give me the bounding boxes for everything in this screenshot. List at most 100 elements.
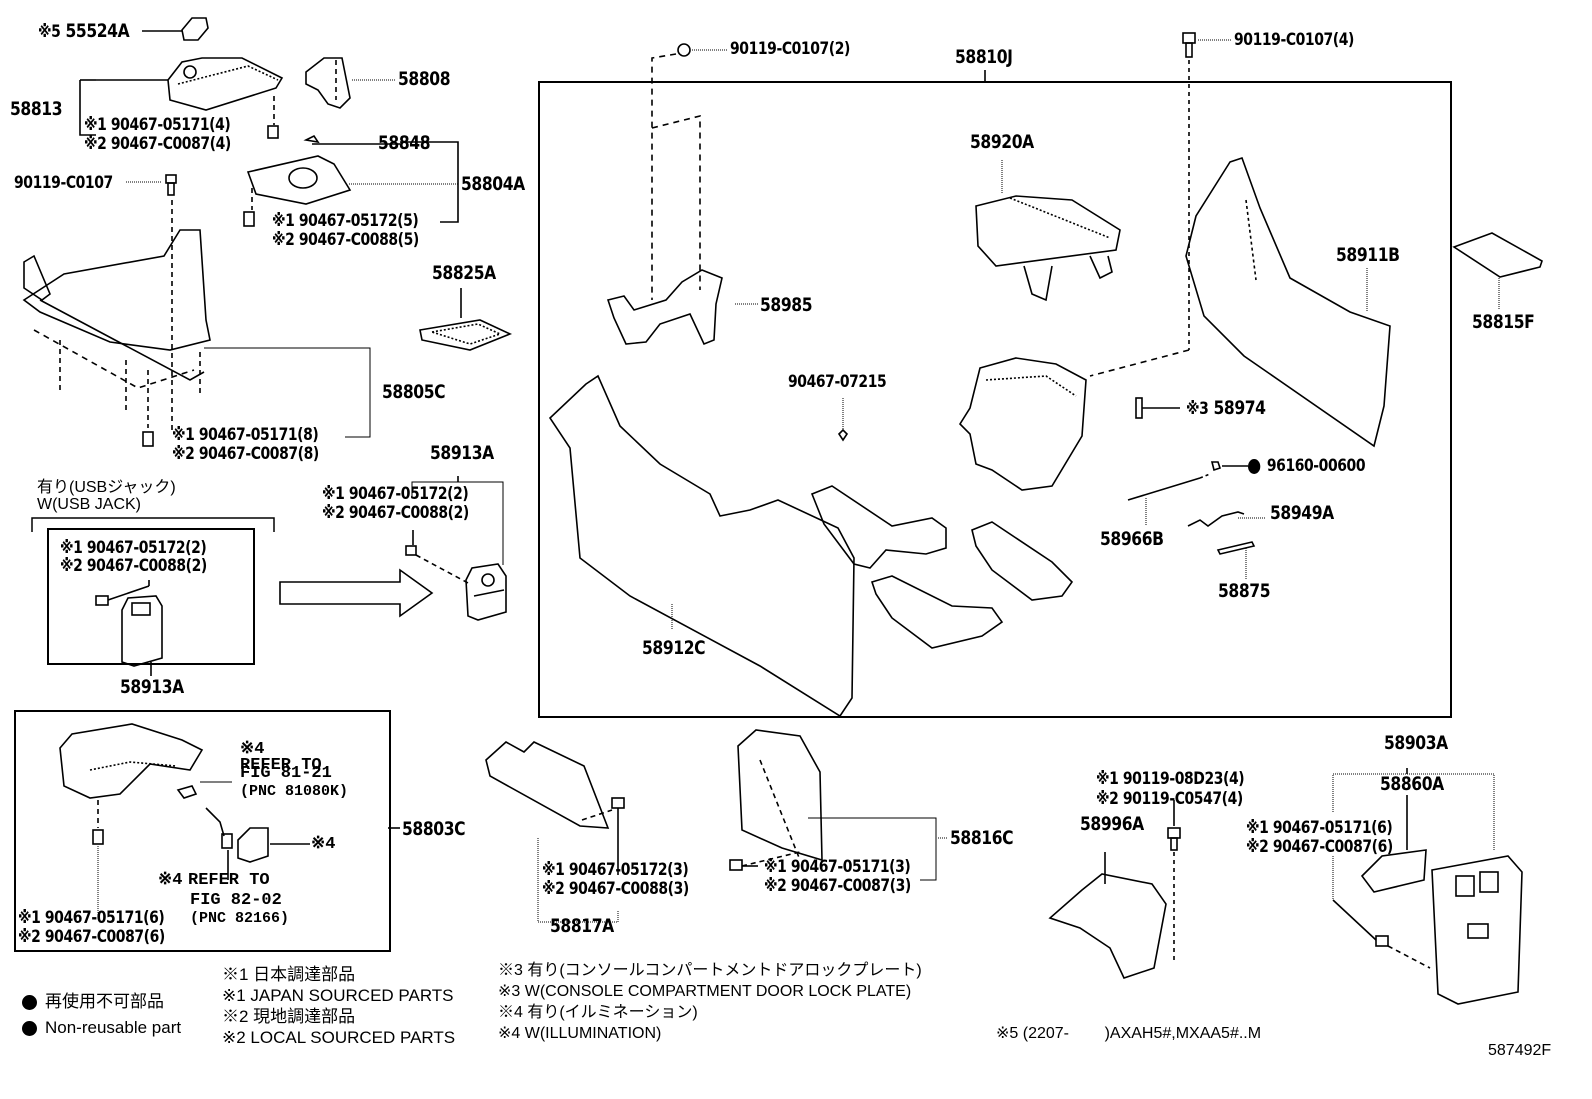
legend-note2-jp: ※2 現地調達部品: [222, 1007, 356, 1026]
part-58949A-drawing: [1187, 511, 1266, 527]
ref-fig-81-21[interactable]: FIG 81-21: [240, 764, 332, 783]
part-96160-58966B-drawing: [1127, 461, 1248, 526]
drawing-id: 587492F: [1488, 1042, 1552, 1059]
part-label-58875[interactable]: 58875: [1218, 580, 1271, 602]
part-label-58808[interactable]: 58808: [398, 68, 451, 90]
clip-label-58913A-1[interactable]: ※1 90467-05172(2): [322, 484, 469, 504]
part-label-58913A[interactable]: 58913A: [430, 442, 494, 464]
clip-label-58805C-2[interactable]: ※2 90467-C0087(8): [172, 444, 319, 464]
clip-label-58803C-1[interactable]: ※1 90467-05171(6): [18, 908, 165, 928]
part-label-58949A[interactable]: 58949A: [1270, 502, 1334, 524]
clip-label-58804A-2[interactable]: ※2 90467-C0088(5): [272, 230, 419, 250]
part-58985-drawing: [606, 269, 758, 346]
part-label-58805C[interactable]: 58805C: [382, 381, 446, 403]
bolt-90119-C0107-2-drawing: [651, 43, 728, 300]
clip-label-usb-1[interactable]: ※1 90467-05172(2): [60, 538, 207, 558]
legend-note1-en: ※1 JAPAN SOURCED PARTS: [222, 986, 454, 1005]
legend-note1-jp: ※1 日本調達部品: [222, 965, 356, 984]
clip-label-58903A-1[interactable]: ※1 90467-05171(6): [1246, 818, 1393, 838]
part-label-58912C[interactable]: 58912C: [642, 637, 706, 659]
part-58974-drawing: [1135, 397, 1180, 419]
clip-label-90467-07215[interactable]: 90467-07215: [788, 372, 887, 392]
part-label-58920A[interactable]: 58920A: [970, 131, 1034, 153]
part-58913A-drawing: [405, 476, 507, 621]
clip-label-58805C-1[interactable]: ※1 90467-05171(8): [172, 425, 319, 445]
part-58817A-drawing: [485, 741, 625, 923]
part-58911B-drawing: [1185, 156, 1391, 448]
ref-pnc-82166: (PNC 82166): [190, 910, 290, 927]
part-label-58848[interactable]: 58848: [378, 132, 431, 154]
part-label-55524A[interactable]: ※5 55524A: [38, 20, 130, 42]
clip-label-58803C-2[interactable]: ※2 90467-C0087(6): [18, 927, 165, 947]
ref-refer-to-2: REFER TO: [188, 871, 270, 890]
part-55524A-drawing: [142, 17, 209, 41]
usb-jack-label-jp: 有り(USBジャック): [37, 479, 176, 496]
legend-note3-jp: ※3 有り(コンソールコンパートメントドアロックプレート): [498, 962, 922, 979]
part-label-58816C[interactable]: 58816C: [950, 827, 1014, 849]
part-label-58810J[interactable]: 58810J: [955, 46, 1013, 68]
usb-jack-label-en: W(USB JACK): [37, 496, 141, 513]
bolt-label-90119-C0107-4[interactable]: 90119-C0107(4): [1234, 30, 1355, 50]
part-58813-drawing: [79, 57, 284, 139]
legend-note4-en: ※4 W(ILLUMINATION): [498, 1025, 662, 1042]
usb-jack-inner-frame: [47, 528, 255, 665]
ref-pnc-81080K: (PNC 81080K): [240, 783, 349, 800]
legend-note5: ※5 (2207- )AXAH5#,MXAA5#..M: [996, 1025, 1262, 1042]
legend-text: 再使用不可部品: [45, 992, 164, 1011]
legend-note3-en: ※3 W(CONSOLE COMPARTMENT DOOR LOCK PLATE…: [498, 983, 912, 1000]
clip-90467-07215-drawing: [837, 398, 849, 442]
clip-label-58816C-1[interactable]: ※1 90467-05171(3): [764, 857, 911, 877]
legend-text: Non-reusable part: [45, 1018, 182, 1037]
non-reusable-dot-icon: [22, 1021, 37, 1037]
illumination-note-mark: ※4: [311, 835, 336, 854]
clip-label-58813-2[interactable]: ※2 90467-C0087(4): [84, 134, 231, 154]
bolt-90119-C0107-drawing: [126, 174, 177, 430]
ref-fig-82-02[interactable]: FIG 82-02: [190, 891, 282, 910]
bolt-90119-C0107-4-drawing: [1089, 32, 1232, 377]
bolt-label-58996A-2[interactable]: ※2 90119-C0547(4): [1096, 789, 1243, 809]
console-box-drawing: [958, 357, 1087, 491]
part-label-58804A[interactable]: 58804A: [461, 173, 525, 195]
part-58920A-drawing: [975, 160, 1121, 302]
part-label-58860A[interactable]: 58860A: [1380, 773, 1444, 795]
part-number: 58974: [1213, 397, 1266, 419]
clip-label-58903A-2[interactable]: ※2 90467-C0087(6): [1246, 837, 1393, 857]
part-58996A-drawing: [1048, 800, 1181, 979]
part-number: 55524A: [65, 20, 130, 42]
bolt-label-90119-C0107-2[interactable]: 90119-C0107(2): [730, 39, 851, 59]
part-label-58913A-usb[interactable]: 58913A: [120, 676, 184, 698]
legend-nonreusable-en: Non-reusable part: [22, 1018, 182, 1037]
ref-note-mark-1: ※4: [240, 740, 265, 759]
part-label-58825A[interactable]: 58825A: [432, 262, 496, 284]
part-label-58974[interactable]: ※3 58974: [1186, 399, 1266, 418]
legend-note4-jp: ※4 有り(イルミネーション): [498, 1004, 698, 1021]
part-label-58817A[interactable]: 58817A: [550, 915, 614, 937]
bolt-label-58996A-1[interactable]: ※1 90119-08D23(4): [1096, 769, 1245, 789]
clip-label-58816C-2[interactable]: ※2 90467-C0087(3): [764, 876, 911, 896]
part-label-58966B[interactable]: 58966B: [1100, 528, 1164, 550]
legend-nonreusable-jp: 再使用不可部品: [22, 992, 164, 1011]
part-58903A-drawing: [1332, 768, 1523, 1005]
note-mark: ※5: [38, 22, 61, 42]
part-label-58985[interactable]: 58985: [760, 294, 813, 316]
part-label-58815F[interactable]: 58815F: [1472, 311, 1535, 333]
clip-label-58817A-2[interactable]: ※2 90467-C0088(3): [542, 879, 689, 899]
part-label-58903A[interactable]: 58903A: [1384, 732, 1448, 754]
ref-refer-to-1: REFER TO: [240, 756, 322, 775]
clip-label-58817A-1[interactable]: ※1 90467-05172(3): [542, 860, 689, 880]
part-label-96160-00600[interactable]: 96160-00600: [1248, 456, 1366, 476]
58810J-assembly-frame: [538, 81, 1452, 718]
part-58804A-drawing: [243, 134, 459, 227]
part-58815F-drawing: [1452, 232, 1543, 310]
part-label-58996A[interactable]: 58996A: [1080, 813, 1144, 835]
clip-label-58804A-1[interactable]: ※1 90467-05172(5): [272, 211, 419, 231]
clip-label-58913A-2[interactable]: ※2 90467-C0088(2): [322, 503, 469, 523]
part-label-58803C[interactable]: 58803C: [402, 818, 466, 840]
part-label-58911B[interactable]: 58911B: [1336, 244, 1400, 266]
clip-label-usb-2[interactable]: ※2 90467-C0088(2): [60, 556, 207, 576]
bolt-label-90119-C0107[interactable]: 90119-C0107: [14, 173, 113, 193]
clip-label-58813-1[interactable]: ※1 90467-05171(4): [84, 115, 231, 135]
part-number: 96160-00600: [1266, 456, 1366, 476]
part-label-58813[interactable]: 58813: [10, 98, 63, 120]
